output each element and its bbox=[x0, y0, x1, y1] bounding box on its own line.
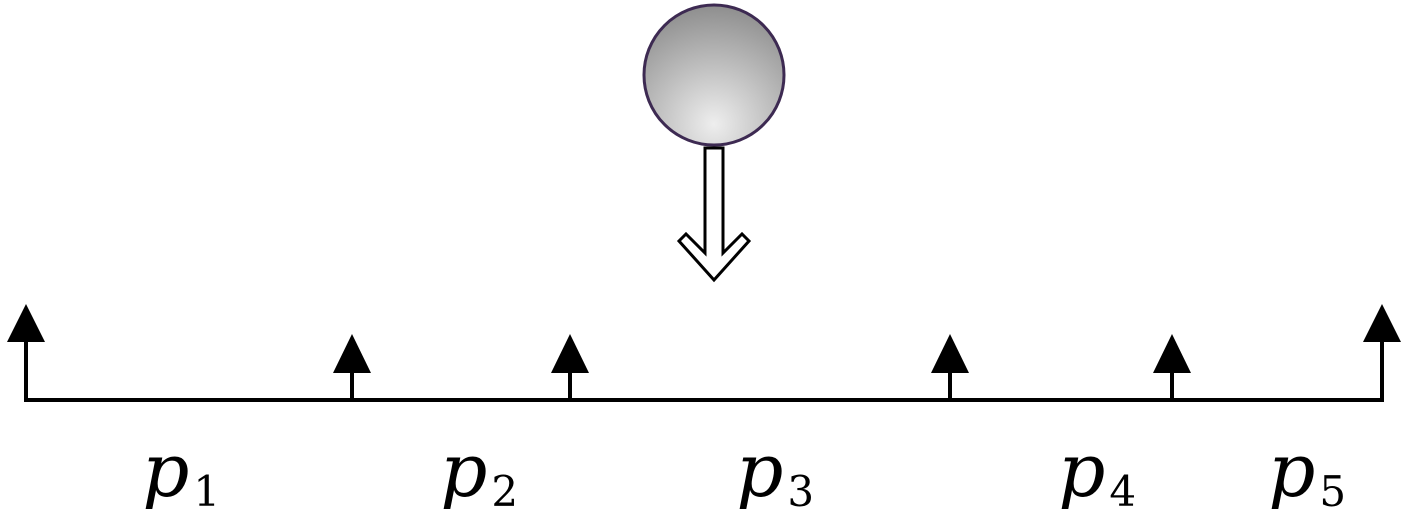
upward-triangle-arrow-icon bbox=[1153, 334, 1191, 373]
support-arrow-6 bbox=[1363, 304, 1401, 400]
upward-triangle-arrow-icon bbox=[333, 334, 371, 373]
support-arrow-4 bbox=[931, 334, 969, 400]
segment-label-p1: p1 bbox=[142, 428, 220, 509]
upward-triangle-arrow-icon bbox=[551, 334, 589, 373]
support-arrow-2 bbox=[333, 334, 371, 400]
support-arrow-5 bbox=[1153, 334, 1191, 400]
upward-triangle-arrow-icon bbox=[1363, 304, 1401, 342]
upward-triangle-arrow-icon bbox=[931, 334, 969, 373]
hollow-down-arrow-icon bbox=[676, 146, 752, 283]
upward-triangle-arrow-icon bbox=[7, 304, 45, 342]
support-arrow-3 bbox=[551, 334, 589, 400]
support-arrow-1 bbox=[7, 304, 45, 400]
segment-label-p4: p4 bbox=[1058, 428, 1136, 509]
ball-icon bbox=[642, 3, 786, 147]
segment-label-p2: p2 bbox=[440, 428, 518, 509]
segment-label-p5: p5 bbox=[1268, 428, 1346, 509]
segment-label-p3: p3 bbox=[736, 428, 814, 509]
